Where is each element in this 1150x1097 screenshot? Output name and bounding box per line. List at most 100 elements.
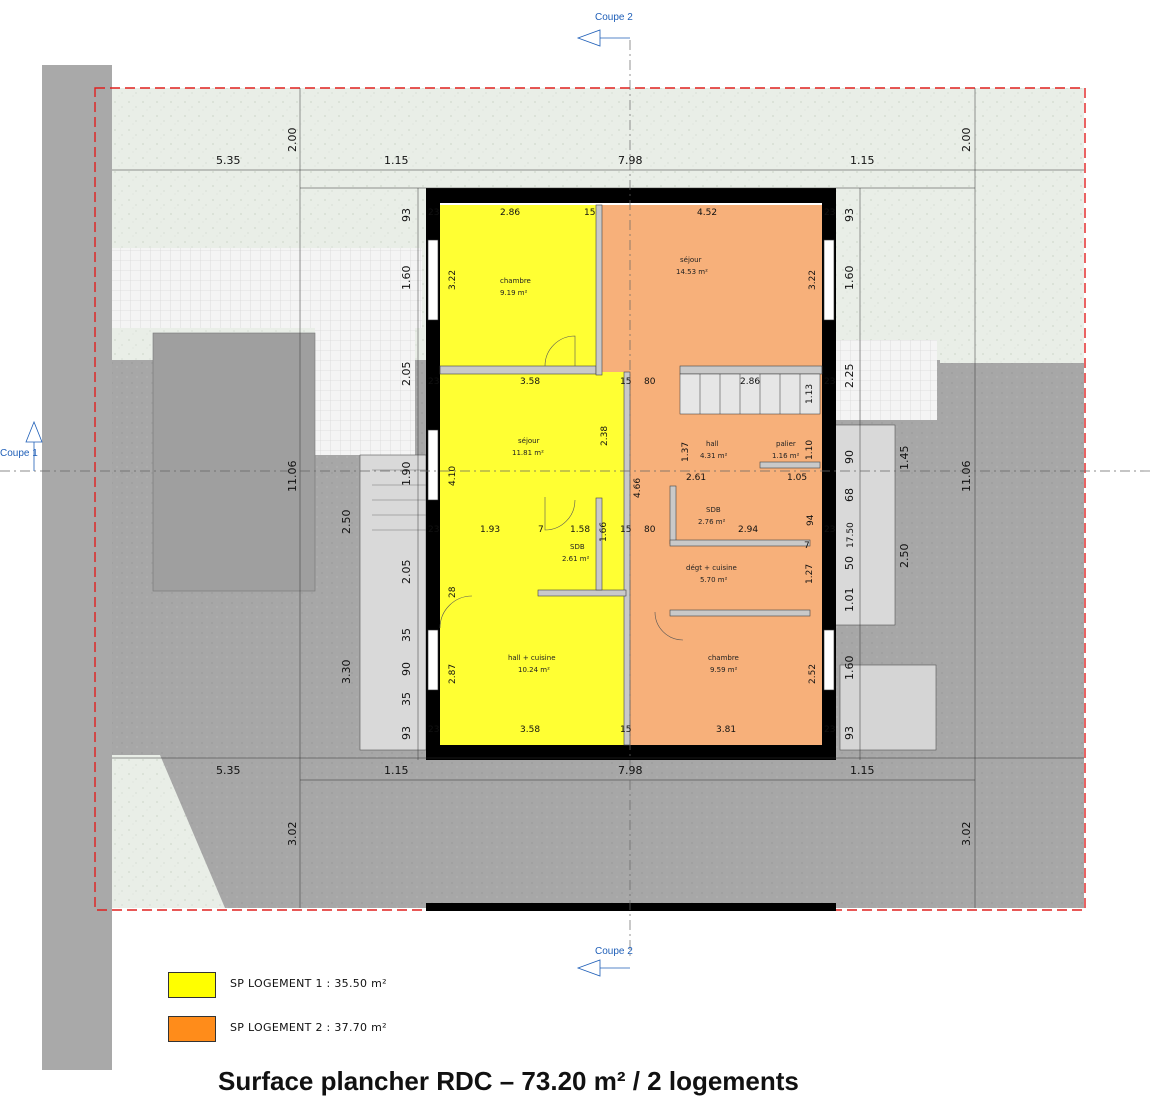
dim-int-238: 2.38 <box>600 426 610 446</box>
dim-int-358b: 3.58 <box>520 725 540 735</box>
dim-int-381: 3.81 <box>716 725 736 735</box>
room-l2-chambre-name: chambre <box>708 654 739 662</box>
room-l1-chambre-area: 9.19 m² <box>500 289 528 297</box>
section-label-bottom: Coupe 2 <box>595 946 633 957</box>
ramp-right <box>839 664 937 751</box>
dim-int-322b: 3.22 <box>808 270 818 290</box>
dim-int-193: 1.93 <box>480 525 500 535</box>
exterior-walls <box>426 188 836 911</box>
section-label-left: Coupe 1 <box>0 448 38 459</box>
dim-int-466: 4.66 <box>633 478 643 498</box>
dim-int-452: 4.52 <box>697 208 717 218</box>
footer-title: Surface plancher RDC – 73.20 m² / 2 loge… <box>218 1066 799 1096</box>
dim-int-80b: 80 <box>644 525 656 535</box>
dim-int-1750: 17.50 <box>846 522 856 548</box>
dim-int-94: 94 <box>806 514 816 526</box>
dim-int-15a: 15 <box>584 208 595 218</box>
dim-overall-right: 11.06 <box>960 461 973 493</box>
garden-patch <box>112 755 225 908</box>
terrace-right <box>835 340 937 420</box>
dim-int-113: 1.13 <box>805 384 815 404</box>
dim-edge-top-right: 2.00 <box>960 128 973 153</box>
dim-int-127: 1.27 <box>805 564 815 584</box>
room-l2-sdb-name: SDB <box>706 506 721 514</box>
dim-int-7b: 7 <box>804 541 810 551</box>
room-l2-hall-area: 4.31 m² <box>700 452 728 460</box>
dim-edge-bottom-right: 3.02 <box>960 822 973 847</box>
dim-int-287: 2.87 <box>448 664 458 684</box>
legend-label-logement2: SP LOGEMENT 2 : 37.70 m² <box>230 1021 387 1034</box>
dim-int-15b: 15 <box>620 377 631 387</box>
dim-int-261: 2.61 <box>686 473 706 483</box>
room-l1-sdb-area: 2.61 m² <box>562 555 590 563</box>
room-l1-sdb-name: SDB <box>570 543 585 551</box>
neighbour-wall <box>42 65 112 1070</box>
dim-right-93a: 93 <box>843 208 856 222</box>
dim-int-23h: 23 <box>824 725 835 735</box>
dim-int-23b: 23 <box>824 208 835 218</box>
dim-int-23g: 23 <box>428 725 439 735</box>
legend-label-logement1: SP LOGEMENT 1 : 35.50 m² <box>230 977 387 990</box>
dim-left-205a: 2.05 <box>400 362 413 387</box>
room-l2-hall-name: hall <box>706 440 719 448</box>
dim-int-410: 4.10 <box>448 466 458 486</box>
room-l1-chambre-name: chambre <box>500 277 531 285</box>
room-l2-sdb-area: 2.76 m² <box>698 518 726 526</box>
dim-top-1: 5.35 <box>216 154 241 167</box>
dim-int-23c: 23 <box>428 377 439 387</box>
dim-int-23d: 23 <box>824 377 835 387</box>
room-l2-chambre-area: 9.59 m² <box>710 666 738 674</box>
dim-right-101: 1.01 <box>843 588 856 613</box>
dim-int-137: 1.37 <box>681 442 691 462</box>
section-label-top: Coupe 2 <box>595 12 633 23</box>
internal-stair <box>679 373 821 415</box>
dim-bottom-3: 7.98 <box>618 764 643 777</box>
dim-right-250: 2.50 <box>898 544 911 569</box>
dim-int-286b: 2.86 <box>740 377 760 387</box>
room-l2-degt-name: dégt + cuisine <box>686 564 737 572</box>
dim-top-3: 7.98 <box>618 154 643 167</box>
dim-bottom-4: 1.15 <box>850 764 875 777</box>
room-l1-sejour-area: 11.81 m² <box>512 449 544 457</box>
dim-left-250: 2.50 <box>340 510 353 535</box>
room-l1-sejour-name: séjour <box>518 437 540 445</box>
stair-right <box>834 424 896 626</box>
interior-walls <box>439 204 823 746</box>
dim-right-225: 2.25 <box>843 364 856 389</box>
dim-edge-bottom-left: 3.02 <box>286 822 299 847</box>
room-l2-sejour-name: séjour <box>680 256 702 264</box>
dim-int-23f: 23 <box>824 525 835 535</box>
room-palier-area: 1.16 m² <box>772 452 800 460</box>
dim-right-68: 68 <box>843 488 856 502</box>
dim-int-15d: 15 <box>620 725 631 735</box>
dim-right-93b: 93 <box>843 726 856 740</box>
dim-bottom-1: 5.35 <box>216 764 241 777</box>
dim-left-93a: 93 <box>400 208 413 222</box>
dim-int-23a: 23 <box>428 208 439 218</box>
room-l2-sejour-area: 14.53 m² <box>676 268 708 276</box>
dim-int-110: 1.10 <box>805 440 815 460</box>
dim-bottom-2: 1.15 <box>384 764 409 777</box>
dim-overall-left: 11.06 <box>286 461 299 493</box>
dim-left-205b: 2.05 <box>400 560 413 585</box>
legend-swatch-logement1 <box>168 972 216 998</box>
dim-left-90: 90 <box>400 662 413 676</box>
terrace-left-2 <box>315 325 415 455</box>
stair-left <box>359 454 427 751</box>
dim-left-190: 1.90 <box>400 462 413 487</box>
room-palier-name: palier <box>776 440 796 448</box>
dim-int-358a: 3.58 <box>520 377 540 387</box>
dim-left-330: 3.30 <box>340 660 353 685</box>
dim-left-35a: 35 <box>400 628 413 642</box>
dim-int-322a: 3.22 <box>448 270 458 290</box>
dim-int-105: 1.05 <box>787 473 807 483</box>
dim-right-160b: 1.60 <box>843 656 856 681</box>
parking-block <box>152 332 316 592</box>
dim-int-158: 1.58 <box>570 525 590 535</box>
dim-right-90: 90 <box>843 450 856 464</box>
dim-edge-top-left: 2.00 <box>286 128 299 153</box>
dim-right-160a: 1.60 <box>843 266 856 291</box>
dim-int-252: 2.52 <box>808 664 818 684</box>
legend-swatch-logement2 <box>168 1016 216 1042</box>
